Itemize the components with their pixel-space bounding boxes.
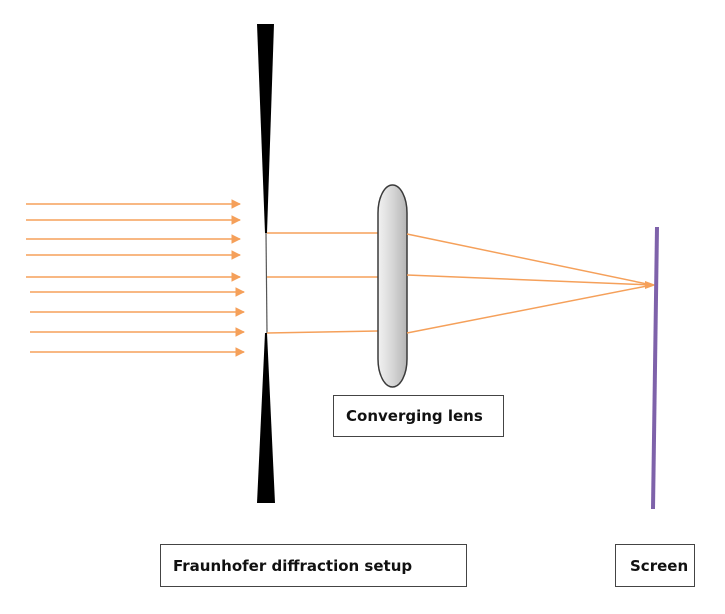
- converging-ray-bottom: [406, 284, 653, 334]
- setup-title-label: Fraunhofer diffraction setup: [160, 544, 467, 587]
- slit-lower-jaw: [257, 333, 275, 503]
- screen-label: Screen: [615, 544, 695, 587]
- transmitted-ray-bottom: [266, 330, 379, 334]
- converging-rays: [406, 233, 656, 334]
- slit-aperture: [265, 232, 268, 334]
- converging-lens: [377, 184, 408, 388]
- screen-label-text: Screen: [630, 556, 689, 575]
- converging-ray-middle: [406, 274, 653, 286]
- slit: [257, 24, 275, 503]
- lens-label: Converging lens: [333, 395, 504, 437]
- lens-label-text: Converging lens: [346, 407, 483, 425]
- slit-upper-jaw: [257, 24, 274, 233]
- converging-ray-top: [406, 233, 653, 286]
- incident-rays: [26, 199, 245, 357]
- transmitted-rays: [266, 232, 379, 334]
- screen: [651, 226, 659, 510]
- setup-title-text: Fraunhofer diffraction setup: [173, 556, 413, 575]
- focal-point-arrowhead: [645, 281, 656, 289]
